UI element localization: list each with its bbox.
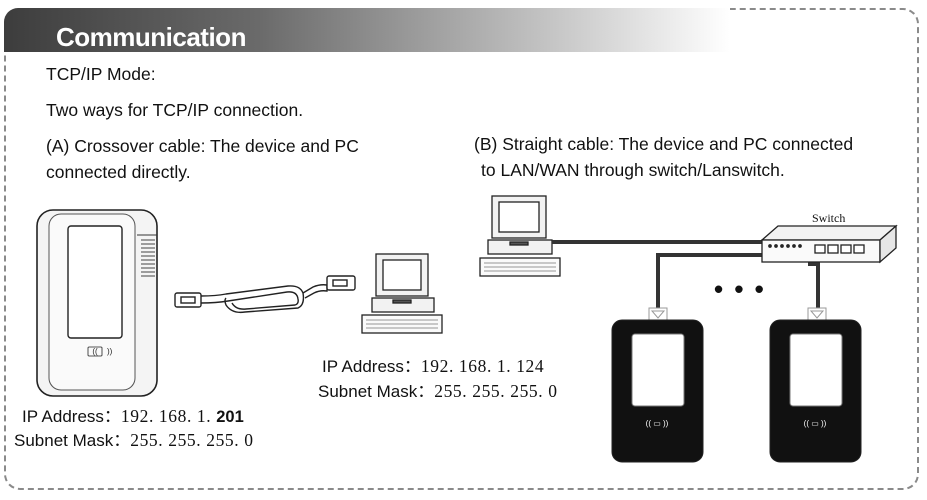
option-b-line2: to LAN/WAN through switch/Lanswitch. [481, 160, 785, 180]
network-pc-icon [479, 195, 561, 277]
device-ip-last-octet: 201 [216, 408, 244, 426]
title-bar: Communication [4, 8, 730, 52]
svg-text:((: (( [92, 347, 98, 356]
option-a-line2: connected directly. [46, 162, 191, 182]
pc-ip-label: IP Address： [322, 357, 421, 376]
device-ip-label: IP Address： [22, 407, 121, 426]
svg-text:(( ▭ )): (( ▭ )) [646, 419, 669, 428]
device-mask-label: Subnet Mask： [14, 431, 131, 450]
pc-mask-label: Subnet Mask： [318, 382, 435, 401]
tcpip-mode-text: TCP/IP Mode: [46, 64, 156, 84]
access-device-icon: (( )) [36, 209, 158, 397]
device-ip-line: IP Address：192. 168. 1. 201 [22, 402, 244, 427]
network-lines [552, 240, 820, 310]
device-mask-value: 255. 255. 255. 0 [130, 430, 254, 450]
two-ways-text: Two ways for TCP/IP connection. [46, 100, 304, 120]
option-a-line1: (A) Crossover cable: The device and PC [46, 136, 359, 156]
svg-text:)): )) [107, 347, 113, 356]
crossover-cable-icon [174, 275, 356, 314]
device-ip-value: 192. 168. 1. [120, 406, 217, 426]
switch-label: Switch [812, 211, 846, 225]
pc-ip-line: IP Address：192. 168. 1. 124 [322, 352, 544, 377]
pc-computer-icon [361, 253, 443, 334]
page-title: Communication [56, 22, 246, 52]
more-devices-ellipsis: • • • [714, 274, 766, 304]
option-b-line1: (B) Straight cable: The device and PC co… [474, 134, 854, 154]
pc-ip-value: 192. 168. 1. 124 [420, 356, 545, 376]
pc-mask-value: 255. 255. 255. 0 [434, 381, 558, 401]
device-mask-line: Subnet Mask：255. 255. 255. 0 [14, 426, 254, 451]
pc-mask-line: Subnet Mask：255. 255. 255. 0 [318, 377, 558, 402]
svg-text:(( ▭ )): (( ▭ )) [804, 419, 827, 428]
black-device-2-icon: (( ▭ )) [769, 307, 862, 463]
black-device-1-icon: (( ▭ )) [611, 307, 704, 463]
network-switch-icon [760, 224, 898, 264]
